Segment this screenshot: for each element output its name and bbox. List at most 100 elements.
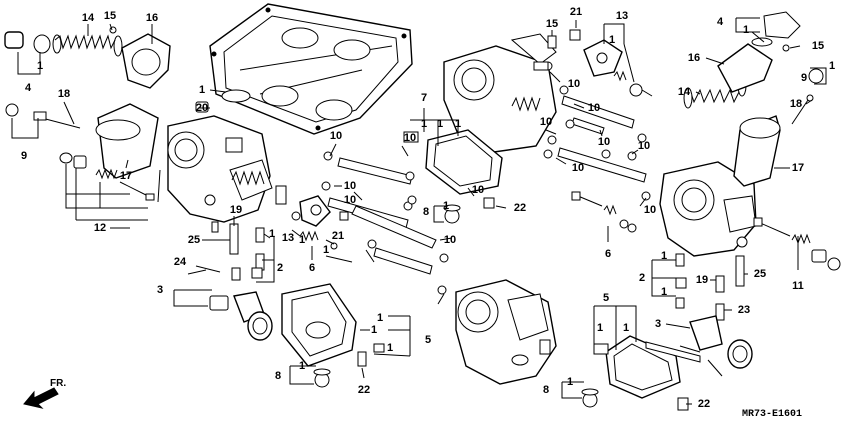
float-bowl-top <box>403 129 503 224</box>
callout: 25 <box>754 268 766 280</box>
callout: 5 <box>425 334 431 346</box>
callout: 20 <box>196 102 208 114</box>
callout: 10 <box>330 130 342 142</box>
callout: 1 <box>609 34 615 46</box>
callout: 25 <box>188 234 200 246</box>
callout: 1 <box>829 60 835 72</box>
callout: 1 <box>37 60 43 72</box>
callout: 9 <box>21 150 27 162</box>
callout-labels: 14 15 16 4 1 18 9 17 12 1 20 10 10 10 10… <box>21 6 835 410</box>
callout: 7 <box>421 92 427 104</box>
callout: 10 <box>344 180 356 192</box>
callout: 15 <box>104 10 116 22</box>
callout: 3 <box>655 318 661 330</box>
callout: 19 <box>230 204 242 216</box>
callout: 10 <box>572 162 584 174</box>
callout: 2 <box>277 262 283 274</box>
callout: 1 <box>743 24 749 36</box>
callout: 6 <box>309 262 315 274</box>
carburetor-body-rear-bottom <box>455 279 557 385</box>
carburetor-body-top-right <box>443 33 557 153</box>
callout: 11 <box>792 280 804 292</box>
callout: 13 <box>616 10 628 22</box>
callout: 1 <box>455 118 461 130</box>
callout: 22 <box>358 384 370 396</box>
diagram-code: MR73-E1601 <box>742 409 802 420</box>
callout: 24 <box>174 256 187 268</box>
front-direction-arrow <box>23 387 59 409</box>
callout: 17 <box>120 170 132 182</box>
callout: 1 <box>299 360 305 372</box>
pump-diaphragm-right <box>679 315 753 377</box>
callout: 12 <box>94 222 106 234</box>
callout: 10 <box>472 184 484 196</box>
callout: 16 <box>146 12 158 24</box>
callout: 19 <box>696 274 708 286</box>
callout: 10 <box>644 204 656 216</box>
callout: 1 <box>623 322 629 334</box>
carburetor-body-front-left <box>167 115 273 223</box>
callout: 8 <box>423 206 429 218</box>
callout: 8 <box>543 384 549 396</box>
callout: 1 <box>597 322 603 334</box>
callout: 4 <box>717 16 724 28</box>
callout: 1 <box>387 342 393 354</box>
callout: 17 <box>792 162 804 174</box>
callout: 10 <box>588 102 600 114</box>
callout: 1 <box>567 376 573 388</box>
callout: 10 <box>540 116 552 128</box>
callout: 1 <box>377 312 383 324</box>
callout: 21 <box>570 6 582 18</box>
callout: 6 <box>605 248 611 260</box>
jet-parts-right <box>675 253 745 321</box>
callout: 15 <box>546 18 558 30</box>
parts-cap-spring-group-right <box>683 11 824 125</box>
screw-parts-6-right <box>571 191 637 233</box>
callout: 21 <box>332 230 344 242</box>
linkage-shafts-right <box>543 85 651 201</box>
callout: 8 <box>275 370 281 382</box>
callout: 23 <box>738 304 750 316</box>
callout: 1 <box>421 118 427 130</box>
callout: 1 <box>443 200 449 212</box>
callout: 1 <box>199 84 205 96</box>
linkage-shafts <box>321 151 449 295</box>
callout: 18 <box>58 88 70 100</box>
callout: 16 <box>688 52 700 64</box>
callout: 10 <box>568 78 580 90</box>
callout: 1 <box>661 250 667 262</box>
front-label: FR. <box>50 378 66 389</box>
callout: 18 <box>790 98 802 110</box>
callout: 5 <box>603 292 609 304</box>
callout: 15 <box>812 40 824 52</box>
callout: 1 <box>371 324 377 336</box>
callout: 10 <box>404 132 416 144</box>
callout: 1 <box>323 244 329 256</box>
carburetor-body-right <box>659 161 757 257</box>
callout: 14 <box>678 86 691 98</box>
callout: 22 <box>698 398 710 410</box>
callout: 14 <box>82 12 95 24</box>
callout: 2 <box>639 272 645 284</box>
callout: 10 <box>444 234 456 246</box>
float-bowl-bottom-right <box>581 335 701 411</box>
callout: 13 <box>282 232 294 244</box>
callout: 9 <box>801 72 807 84</box>
callout: 3 <box>157 284 163 296</box>
callout: 1 <box>437 118 443 130</box>
callout: 1 <box>299 234 305 246</box>
callout: 10 <box>344 194 356 206</box>
pump-diaphragm-left <box>209 291 273 341</box>
air-chamber-cover <box>195 3 413 135</box>
jet-parts-center <box>195 185 417 281</box>
piston-right <box>733 115 781 187</box>
parts-cap-spring-group-left <box>4 26 171 203</box>
callout: 10 <box>598 136 610 148</box>
callout: 10 <box>638 140 650 152</box>
callout: 22 <box>514 202 526 214</box>
callout: 1 <box>269 228 275 240</box>
float-bowl-left <box>281 283 385 388</box>
callout: 1 <box>661 286 667 298</box>
diaphragm-cover-right <box>533 29 643 97</box>
